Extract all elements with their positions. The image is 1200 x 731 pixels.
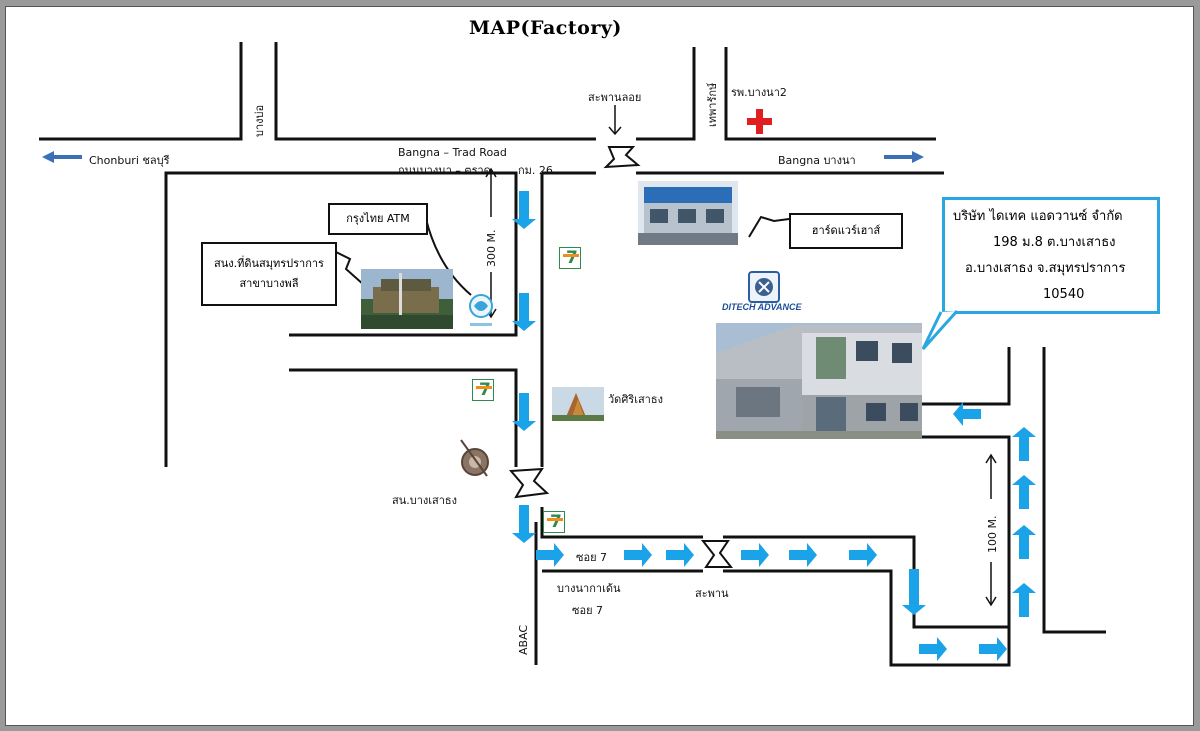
arrow-to-bangna [884,151,924,163]
label-police: สน.บางเสาธง [392,494,457,507]
hardware-leader [748,215,790,238]
road-label-bangna-trad-en: Bangna – Trad Road [398,146,507,159]
road-factory-inner [921,435,1011,627]
route-arrow [512,293,536,331]
police-emblem-icon [453,434,499,480]
road-bangbo-right-edge [274,42,596,141]
road-east [1042,347,1106,634]
route-arrow [741,543,769,567]
address-line2: อ.บางเสาธง จ.สมุทรปราการ [965,261,1126,276]
label-to-bangna: Bangna บางนา [778,154,856,167]
label-bridge: สะพาน [695,587,729,600]
route-arrow [953,402,981,426]
land-office-leader [333,250,365,286]
label-to-chonburi: Chonburi ชลบุรี [89,154,170,167]
road-soi-east-lower [540,507,703,539]
route-arrow [536,543,564,567]
hardware-house-photo [638,181,738,245]
seven-eleven-icon: 7 [472,379,494,401]
route-arrow [849,543,877,567]
address-line1: 198 ม.8 ต.บางเสาธง [993,235,1116,250]
road-soi7-north [723,535,916,547]
police-bridge-symbol [508,467,550,499]
road-block-southwest [289,368,518,467]
route-arrow [919,637,947,661]
krungthai-logo-icon [466,292,496,330]
land-office-line1: สนง.ที่ดินสมุทรปราการ [214,257,324,270]
road-label-soi7-b: ซอย 7 [572,604,604,617]
route-arrow [512,505,536,543]
road-label-bangna-trad-th: ถนนบางนา – ตราด [398,164,491,177]
road-thepharak-left-edge [636,47,696,141]
side-arrows [42,151,924,163]
route-arrow [1012,583,1036,617]
hardware-house-label: ฮาร์ดแวร์เฮาส์ [811,224,881,237]
route-arrow [624,543,652,567]
floating-bridge-symbol [603,146,641,169]
road-factory-north [921,347,1011,406]
road-inner [912,547,1009,629]
route-arrow [979,637,1007,661]
land-office-photo [361,269,453,329]
label-floating-bridge: สะพานลอย [588,91,642,104]
road-bangbo-left-edge [39,42,243,141]
hardware-house-box: ฮาร์ดแวร์เฮาส์ [789,213,903,249]
road-label-abac: ABAC [517,624,530,655]
road-label-thepharak: เทพารักษ์ [706,82,719,127]
road-thepharak-right-edge [724,47,936,141]
road-label-km: กม. 26 [518,164,553,177]
route-arrow [902,569,926,615]
road-label-bangbo: บางบ่อ [253,104,266,137]
bridge-symbols [508,146,734,568]
arrow-to-chonburi [42,151,82,163]
soi-bridge-symbol [700,540,734,568]
route-arrow [1012,427,1036,461]
road-soi7-south-b [723,569,1011,667]
distance-300: 300 M. [485,229,498,267]
hospital-cross-icon [747,109,772,134]
company-logo-icon [748,271,780,303]
leader-lines [333,215,790,296]
factory-photo [716,323,922,439]
land-office-line2: สาขาบางพลี [239,277,299,290]
atm-leader [425,218,472,296]
krungthai-atm-box: กรุงไทย ATM [328,203,428,235]
route-arrow [666,543,694,567]
seven-eleven-icon: 7 [543,511,565,533]
road-lines [39,42,1106,667]
map-title: MAP(Factory) [469,17,622,39]
route-arrow [789,543,817,567]
route-arrow [1012,525,1036,559]
company-logo-text: DITECH ADVANCE [722,302,802,312]
company-name: บริษัท ไดเทค แอดวานซ์ จำกัด [953,209,1123,224]
krungthai-atm-label: กรุงไทย ATM [346,212,410,225]
distance-100: 100 M. [986,515,999,553]
callout-tail [921,309,959,351]
route-arrow [512,393,536,431]
route-arrows [512,191,1036,661]
land-office-box: สนง.ที่ดินสมุทรปราการ สาขาบางพลี [201,242,337,306]
road-label-soi7: ซอย 7 [576,551,608,564]
road-block-west [164,171,518,467]
pointer-arrow [608,105,622,136]
wat-photo [552,387,604,421]
address-postcode: 10540 [1043,287,1085,302]
route-map [39,42,1106,667]
label-hospital: รพ.บางนา2 [731,86,787,99]
seven-eleven-icon: 7 [559,247,581,269]
map-frame: MAP(Factory) บางบ่อ เทพารักษ์ Bangna – T… [5,6,1194,726]
road-label-bangna-kanchen: บางนากาเด้น [557,582,621,595]
label-wat: วัดศิริเสาธง [608,393,663,406]
route-arrow [1012,475,1036,509]
company-address-callout: บริษัท ไดเทค แอดวานซ์ จำกัด 198 ม.8 ต.บา… [942,197,1160,314]
route-arrow [512,191,536,229]
